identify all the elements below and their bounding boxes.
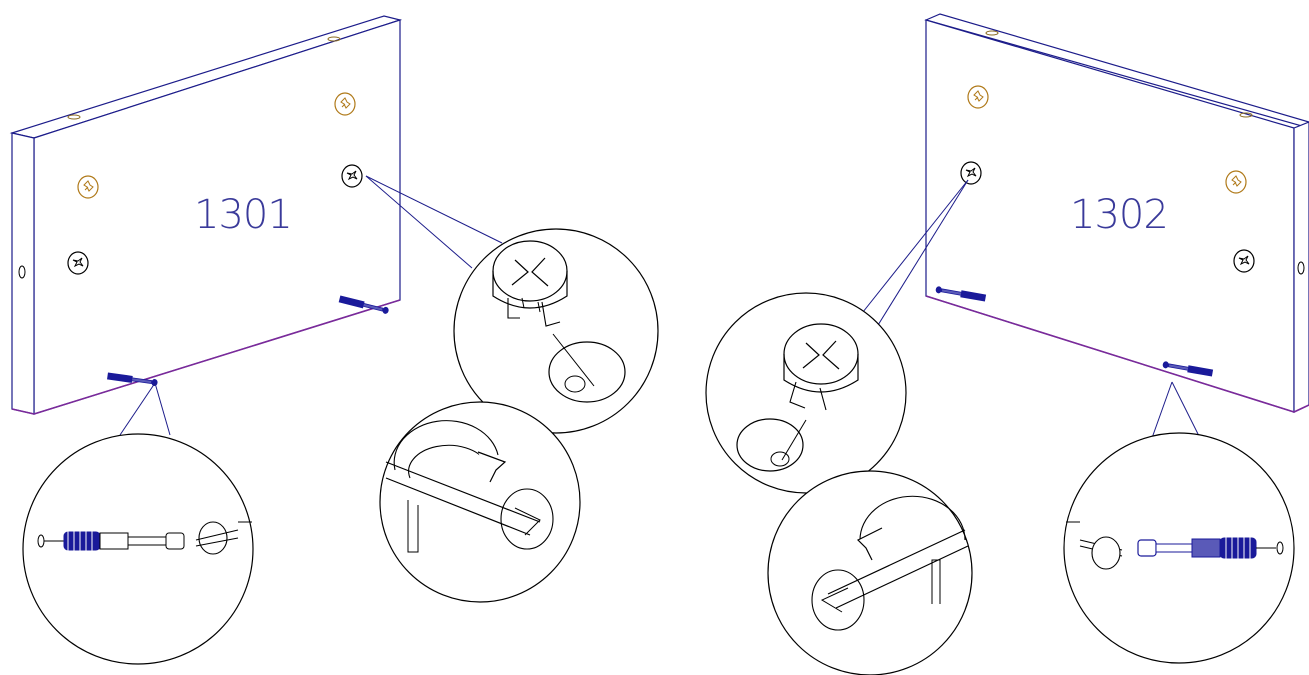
rotation-arrow-icon	[856, 527, 883, 561]
cam-lock-hole-icon	[334, 92, 356, 116]
panel-1301-end	[11, 132, 35, 415]
top-hole	[327, 36, 341, 42]
screwdriver-icon	[827, 529, 969, 609]
part-number-1302: 1302	[1070, 192, 1168, 238]
cam-lock-fitting-icon	[960, 161, 982, 185]
panel-1301-bottom-edge	[33, 299, 401, 415]
detail-circle-cam-fitting-left	[453, 228, 659, 434]
cam-lock-hole-icon	[967, 85, 989, 109]
end-hole	[1297, 261, 1305, 275]
detail-circle-bolt-right	[1063, 432, 1295, 664]
end-hole	[18, 265, 26, 279]
panel-1302-end	[1293, 121, 1309, 413]
top-hole	[67, 114, 81, 120]
panel-1302: 1302	[924, 13, 1309, 413]
cam-lock-fitting-icon	[67, 251, 89, 275]
detail-circle-screwdriver-left	[379, 401, 581, 603]
callout-lines-1301	[119, 175, 503, 436]
panel-1302-bottom-edge	[925, 295, 1295, 413]
rotation-arrow-icon	[477, 451, 507, 483]
cam-lock-fitting-icon	[1233, 249, 1255, 273]
detail-circle-screwdriver-right	[767, 470, 973, 675]
top-hole	[985, 30, 999, 36]
detail-circle-cam-fitting-right	[705, 292, 907, 494]
cam-lock-fitting-icon	[341, 164, 363, 188]
cam-lock-hole-icon	[77, 175, 99, 199]
cam-lock-hole-icon	[1225, 170, 1247, 194]
callout-lines-1302	[854, 179, 1201, 439]
panel-1302-top-edge	[924, 13, 1309, 129]
detail-circle-bolt-left	[22, 433, 254, 665]
part-number-1301: 1301	[194, 192, 292, 238]
screwdriver-icon	[385, 461, 541, 536]
top-hole	[1239, 112, 1253, 118]
panel-1301: 1301	[9, 15, 403, 415]
